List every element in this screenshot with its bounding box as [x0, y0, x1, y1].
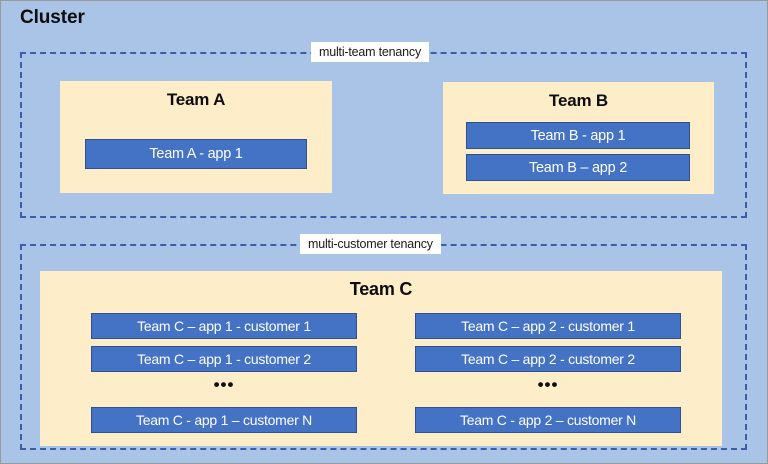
team-panel-team-c: Team C Team C – app 1 - customer 1 Team …	[40, 271, 722, 446]
app-box-team-b-app-1[interactable]: Team B - app 1	[466, 122, 690, 149]
app-box-team-c-app-1-customer-n[interactable]: Team C - app 1 – customer N	[91, 407, 357, 433]
app-box-team-c-app-1-customer-1[interactable]: Team C – app 1 - customer 1	[91, 313, 357, 339]
app-box-team-c-app-1-customer-2[interactable]: Team C – app 1 - customer 2	[91, 346, 357, 372]
app-box-team-c-app-2-customer-1[interactable]: Team C – app 2 - customer 1	[415, 313, 681, 339]
team-panel-team-a: Team A Team A - app 1	[60, 81, 332, 193]
app-box-team-c-app-2-customer-n[interactable]: Team C - app 2 – customer N	[415, 407, 681, 433]
team-c-heading: Team C	[349, 279, 413, 299]
cluster-title: Cluster	[20, 7, 85, 28]
team-b-heading: Team B	[549, 91, 608, 110]
team-a-heading: Team A	[166, 90, 226, 109]
ellipsis-team-c-app-1: •••	[213, 375, 235, 394]
app-box-team-c-app-2-customer-2[interactable]: Team C – app 2 - customer 2	[415, 346, 681, 372]
app-box-team-b-app-2[interactable]: Team B – app 2	[466, 154, 690, 181]
tenancy-region-multi-customer: Team C Team C – app 1 - customer 1 Team …	[20, 244, 747, 450]
team-panel-team-b: Team B Team B - app 1 Team B – app 2	[443, 82, 714, 194]
ellipsis-team-c-app-2: •••	[537, 375, 559, 394]
app-box-team-a-app-1[interactable]: Team A - app 1	[85, 139, 307, 169]
tenancy-label-multi-customer: multi-customer tenancy	[300, 234, 441, 254]
tenancy-region-multi-team: Team A Team A - app 1 Team B Team B - ap…	[20, 52, 747, 218]
tenancy-label-multi-team: multi-team tenancy	[311, 42, 429, 62]
